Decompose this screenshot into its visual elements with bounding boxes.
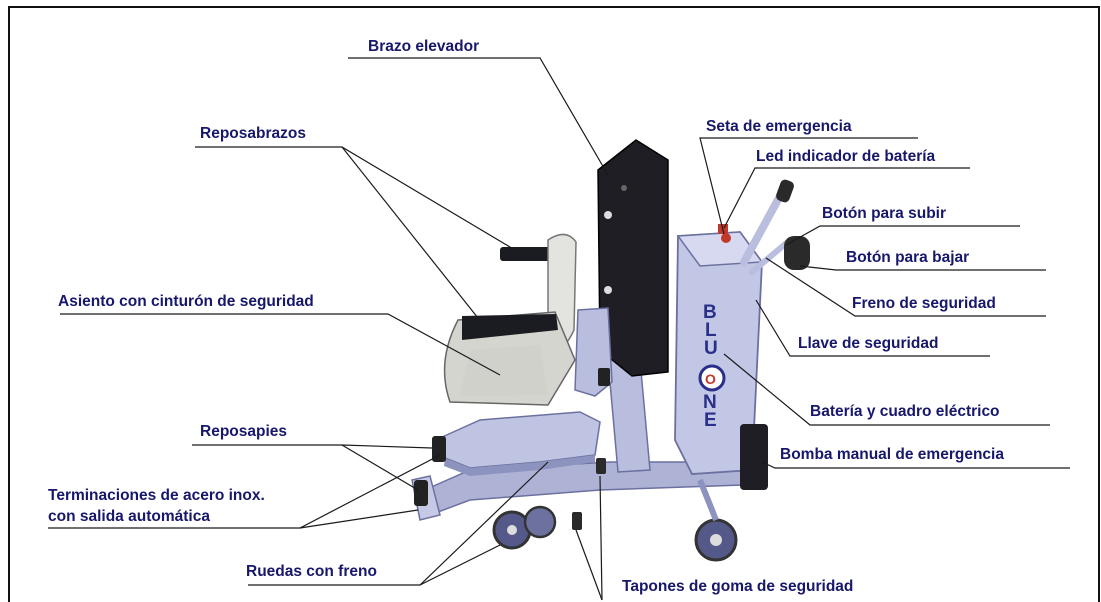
handle [740, 179, 810, 275]
foot-tip-left [432, 436, 446, 462]
central-mast [607, 359, 651, 473]
svg-text:U: U [704, 338, 718, 359]
emergency-mushroom [721, 233, 731, 243]
label-terminaciones-line2: con salida automática [48, 508, 210, 525]
rubber-stopper-1 [572, 512, 582, 530]
label-freno-seguridad: Freno de seguridad [852, 295, 996, 312]
svg-text:L: L [705, 320, 717, 341]
figure-frame [8, 6, 1100, 602]
label-seta-emergencia: Seta de emergencia [706, 118, 852, 135]
svg-text:B: B [703, 302, 717, 323]
svg-text:N: N [703, 392, 717, 413]
wheel-front-2 [523, 505, 557, 539]
manual-pump [740, 424, 768, 490]
svg-text:O: O [705, 371, 716, 387]
label-led-bateria: Led indicador de batería [756, 148, 936, 165]
label-bomba-manual: Bomba manual de emergencia [780, 446, 1004, 463]
leader-lines [48, 57, 1070, 601]
wheel-rear [694, 478, 738, 562]
label-llave-seguridad: Llave de seguridad [798, 335, 939, 352]
label-boton-subir: Botón para subir [822, 205, 947, 222]
footrest [439, 411, 601, 476]
svg-text:E: E [704, 410, 717, 431]
label-boton-bajar: Botón para bajar [846, 249, 970, 266]
label-bateria-cuadro: Batería y cuadro eléctrico [810, 403, 1000, 420]
label-reposabrazos: Reposabrazos [200, 125, 306, 142]
label-terminaciones-line1: Terminaciones de acero inox. [48, 487, 265, 504]
label-ruedas: Ruedas con freno [246, 563, 377, 580]
foot-tip-right [414, 480, 428, 506]
label-brazo-elevador: Brazo elevador [368, 38, 480, 55]
label-tapones-goma: Tapones de goma de seguridad [622, 578, 854, 595]
seat [443, 311, 576, 406]
wheel-front-1 [492, 510, 532, 550]
battery-housing: B L U O N E [674, 231, 764, 475]
label-reposapies: Reposapies [200, 423, 288, 440]
rubber-stopper-2 [596, 458, 606, 474]
armrest-top [500, 247, 552, 261]
label-asiento: Asiento con cinturón de seguridad [58, 293, 314, 310]
